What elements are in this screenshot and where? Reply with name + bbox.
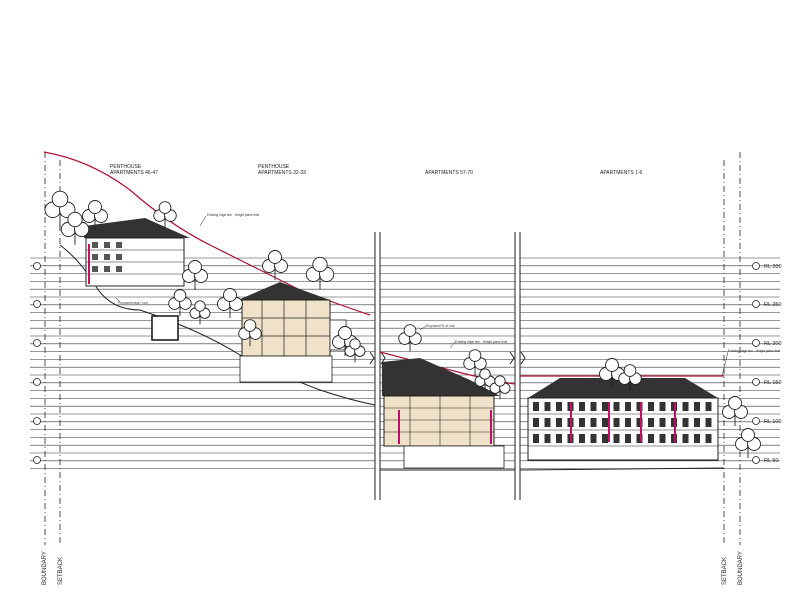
svg-text:RL 50: RL 50 bbox=[764, 458, 778, 464]
window bbox=[556, 434, 562, 443]
window bbox=[533, 418, 539, 427]
window bbox=[556, 418, 562, 427]
window bbox=[579, 402, 585, 411]
svg-text:Proposed RL of roof: Proposed RL of roof bbox=[426, 324, 455, 328]
window bbox=[659, 434, 666, 443]
window bbox=[544, 418, 551, 427]
tree bbox=[463, 349, 487, 377]
window bbox=[694, 434, 700, 443]
window bbox=[694, 402, 700, 411]
window bbox=[590, 418, 597, 427]
section-breaks bbox=[369, 232, 526, 500]
svg-text:RL 100: RL 100 bbox=[764, 419, 782, 425]
svg-text:BOUNDARY: BOUNDARY bbox=[738, 551, 744, 585]
level-labels: RL 200 RL 250 RL 200 RL 150 RL 100 RL 50 bbox=[764, 264, 782, 464]
window bbox=[682, 434, 689, 443]
building-apartments-1-6 bbox=[527, 378, 719, 461]
svg-text:Existing ridge line - Height p: Existing ridge line - Height plane limit bbox=[455, 340, 507, 344]
tree bbox=[168, 289, 192, 317]
window bbox=[533, 434, 539, 443]
window bbox=[705, 418, 712, 427]
svg-text:RL 200: RL 200 bbox=[764, 264, 782, 270]
trees bbox=[44, 190, 761, 458]
window bbox=[648, 434, 654, 443]
building-labels: PENTHOUSE APARTMENTS 46-47 PENTHOUSE APA… bbox=[110, 164, 643, 176]
vertical-labels: BOUNDARY SETBACK SETBACK BOUNDARY bbox=[42, 551, 744, 585]
window bbox=[556, 402, 562, 411]
window bbox=[579, 434, 585, 443]
svg-text:APARTMENTS 46-47: APARTMENTS 46-47 bbox=[110, 170, 158, 176]
tree bbox=[618, 364, 642, 392]
window bbox=[705, 402, 712, 411]
svg-text:PENTHOUSE: PENTHOUSE bbox=[110, 164, 142, 170]
tree bbox=[599, 358, 625, 388]
window bbox=[602, 402, 608, 411]
window bbox=[705, 434, 712, 443]
window bbox=[544, 434, 551, 443]
tree bbox=[332, 326, 358, 356]
svg-text:Proposed ridge / roof: Proposed ridge / roof bbox=[118, 301, 148, 305]
tree bbox=[189, 300, 211, 325]
window bbox=[636, 434, 643, 443]
window bbox=[533, 402, 539, 411]
svg-text:APARTMENTS 57-70: APARTMENTS 57-70 bbox=[425, 170, 473, 176]
window bbox=[625, 434, 631, 443]
svg-text:RL 250: RL 250 bbox=[764, 302, 782, 308]
tree bbox=[305, 256, 335, 290]
tree bbox=[489, 375, 511, 400]
svg-text:BOUNDARY: BOUNDARY bbox=[42, 551, 48, 585]
window bbox=[590, 402, 597, 411]
svg-text:RL 150: RL 150 bbox=[764, 380, 782, 386]
level-markers-right bbox=[752, 262, 760, 464]
svg-text:SETBACK: SETBACK bbox=[58, 557, 64, 585]
window bbox=[625, 418, 631, 427]
window bbox=[648, 402, 654, 411]
tree bbox=[262, 250, 288, 280]
tree bbox=[398, 324, 422, 352]
window bbox=[544, 402, 551, 411]
window bbox=[613, 418, 620, 427]
svg-text:APARTMENTS 1-6: APARTMENTS 1-6 bbox=[600, 170, 643, 176]
tree bbox=[722, 396, 748, 426]
svg-text:SETBACK: SETBACK bbox=[722, 557, 728, 585]
tree bbox=[238, 319, 262, 347]
window bbox=[694, 418, 700, 427]
window bbox=[682, 418, 689, 427]
building-penthouse-46-47 bbox=[84, 218, 190, 341]
window bbox=[625, 402, 631, 411]
building-apartments-57-70 bbox=[382, 358, 505, 469]
window bbox=[602, 418, 608, 427]
boundary-lines bbox=[44, 152, 741, 545]
level-markers-left bbox=[33, 262, 41, 464]
window bbox=[613, 402, 620, 411]
tree bbox=[217, 288, 243, 318]
window bbox=[682, 402, 689, 411]
tree bbox=[735, 428, 761, 458]
window bbox=[602, 434, 608, 443]
window bbox=[648, 418, 654, 427]
svg-text:PENTHOUSE: PENTHOUSE bbox=[258, 164, 290, 170]
window bbox=[636, 418, 643, 427]
svg-text:Existing ridge line - Height p: Existing ridge line - Height plane limit bbox=[207, 213, 259, 217]
window bbox=[659, 418, 666, 427]
window bbox=[590, 434, 597, 443]
window bbox=[613, 434, 620, 443]
tree bbox=[344, 338, 366, 363]
tree bbox=[182, 260, 208, 290]
window bbox=[659, 402, 666, 411]
svg-text:APARTMENTS 32-33: APARTMENTS 32-33 bbox=[258, 170, 306, 176]
tree bbox=[60, 211, 90, 245]
tree bbox=[153, 201, 177, 229]
annotations: Existing ridge line - Height plane limit… bbox=[115, 213, 780, 377]
svg-text:RL 200: RL 200 bbox=[764, 341, 782, 347]
window bbox=[579, 418, 585, 427]
tree bbox=[82, 200, 108, 230]
window bbox=[636, 402, 643, 411]
svg-text:Existing ridge line - Height p: Existing ridge line - Height plane limit bbox=[728, 349, 780, 353]
